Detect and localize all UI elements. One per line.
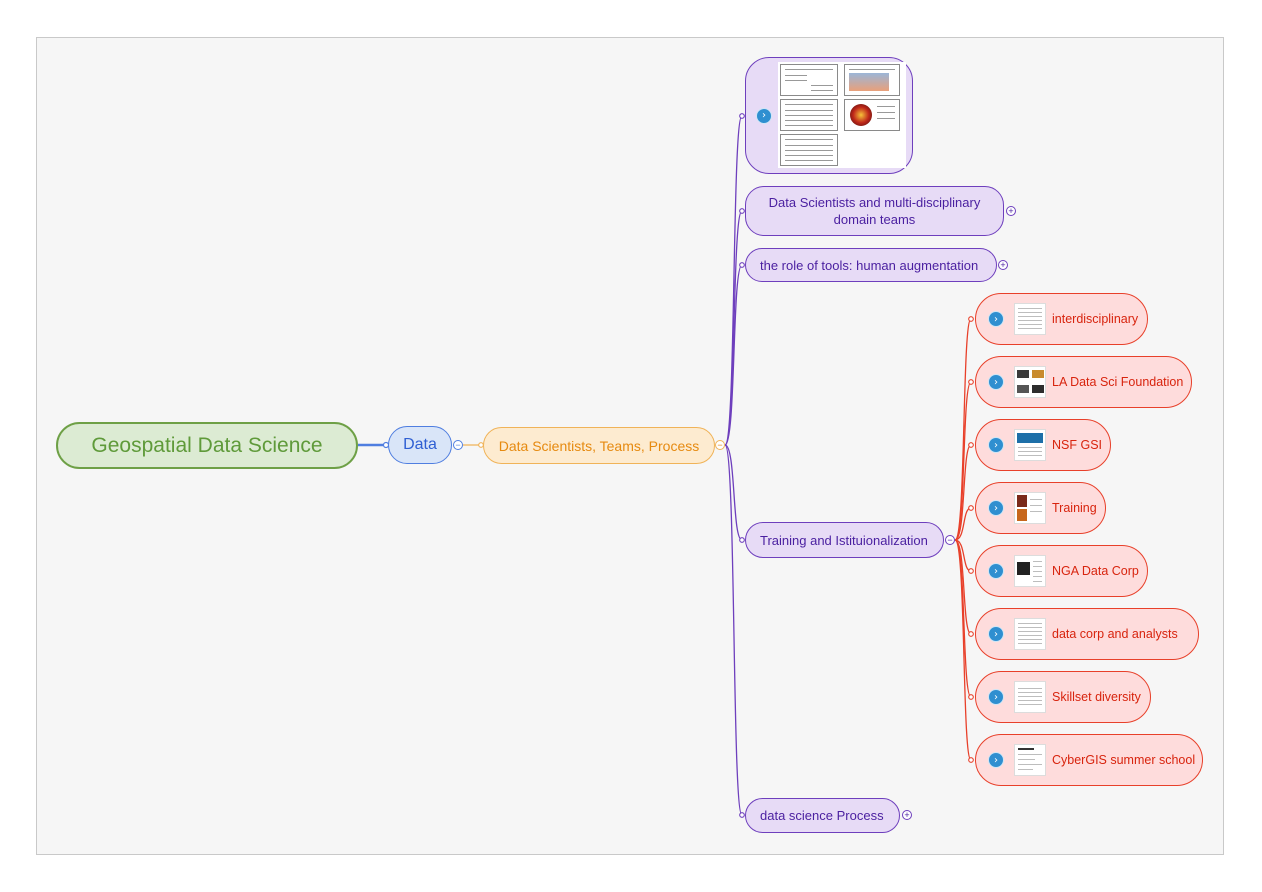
topic-skillset-label: Skillset diversity — [1052, 690, 1141, 704]
collapse-icon[interactable]: − — [945, 535, 955, 545]
topic-role-of-tools-label: the role of tools: human augmentation — [760, 257, 979, 273]
root-topic[interactable]: Geospatial Data Science — [56, 422, 358, 469]
document-thumbnail-image — [1014, 303, 1046, 335]
topic-training-child-label: Training — [1052, 501, 1097, 515]
collage-thumbnail-image — [1014, 366, 1046, 398]
document-thumbnail-image — [1014, 744, 1046, 776]
topic-data-science-process[interactable]: data science Process — [745, 798, 900, 833]
topic-role-of-tools[interactable]: the role of tools: human augmentation — [745, 248, 997, 282]
topic-nga-label: NGA Data Corp — [1052, 564, 1139, 578]
document-thumbnail-image — [1014, 555, 1046, 587]
topic-training[interactable]: › Training — [975, 482, 1106, 534]
chevron-right-circle-icon[interactable]: › — [756, 107, 772, 124]
collage-thumbnail-image — [1014, 492, 1046, 524]
topic-data-label: Data — [403, 436, 437, 453]
topic-teams[interactable]: Data Scientists, Teams, Process — [483, 427, 715, 464]
topic-nsf-gsi[interactable]: › NSF GSI — [975, 419, 1111, 471]
chevron-right-circle-icon[interactable]: › — [988, 437, 1004, 453]
collapse-icon[interactable]: − — [453, 440, 463, 450]
topic-la-data-sci-foundation[interactable]: › LA Data Sci Foundation — [975, 356, 1192, 408]
topic-cybergis-label: CyberGIS summer school — [1052, 753, 1196, 767]
chevron-right-circle-icon[interactable]: › — [988, 500, 1004, 516]
topic-data-corp-label: data corp and analysts — [1052, 627, 1178, 641]
chevron-right-circle-icon[interactable]: › — [988, 563, 1004, 579]
topic-training-label: Training and Istituionalization — [760, 532, 928, 548]
plus-circle-icon[interactable]: + — [998, 260, 1008, 270]
chevron-right-circle-icon[interactable]: › — [988, 626, 1004, 642]
collapse-icon[interactable]: − — [715, 440, 725, 450]
topic-skillset-diversity[interactable]: › Skillset diversity — [975, 671, 1151, 723]
topic-nsf-gsi-label: NSF GSI — [1052, 438, 1103, 452]
topic-data[interactable]: Data — [388, 426, 452, 464]
document-thumbnail-image — [1014, 618, 1046, 650]
plus-circle-icon[interactable]: + — [902, 810, 912, 820]
chevron-right-circle-icon[interactable]: › — [988, 689, 1004, 705]
slides-thumbnail-image — [778, 62, 906, 168]
topic-nga-data-corp[interactable]: › NGA Data Corp — [975, 545, 1148, 597]
chevron-right-circle-icon[interactable]: › — [988, 374, 1004, 390]
chevron-right-circle-icon[interactable]: › — [988, 311, 1004, 327]
topic-training-institutionalization[interactable]: Training and Istituionalization — [745, 522, 944, 558]
topic-cybergis-summer-school[interactable]: › CyberGIS summer school — [975, 734, 1203, 786]
chevron-right-circle-icon[interactable]: › — [988, 752, 1004, 768]
document-thumbnail-image — [1014, 681, 1046, 713]
topic-interdisciplinary-label: interdisciplinary — [1052, 312, 1139, 326]
topic-la-data-sci-label: LA Data Sci Foundation — [1052, 375, 1184, 389]
topic-teams-label: Data Scientists, Teams, Process — [498, 437, 700, 454]
topic-data-corp-analysts[interactable]: › data corp and analysts — [975, 608, 1199, 660]
topic-interdisciplinary[interactable]: › interdisciplinary — [975, 293, 1148, 345]
topic-data-scientists-label: Data Scientists and multi-disciplinary d… — [768, 195, 981, 227]
root-topic-label: Geospatial Data Science — [91, 433, 323, 457]
webpage-thumbnail-image — [1014, 429, 1046, 461]
topic-data-scientists[interactable]: Data Scientists and multi-disciplinary d… — [745, 186, 1004, 236]
plus-circle-icon[interactable]: + — [1006, 206, 1016, 216]
topic-process-label: data science Process — [760, 808, 884, 823]
